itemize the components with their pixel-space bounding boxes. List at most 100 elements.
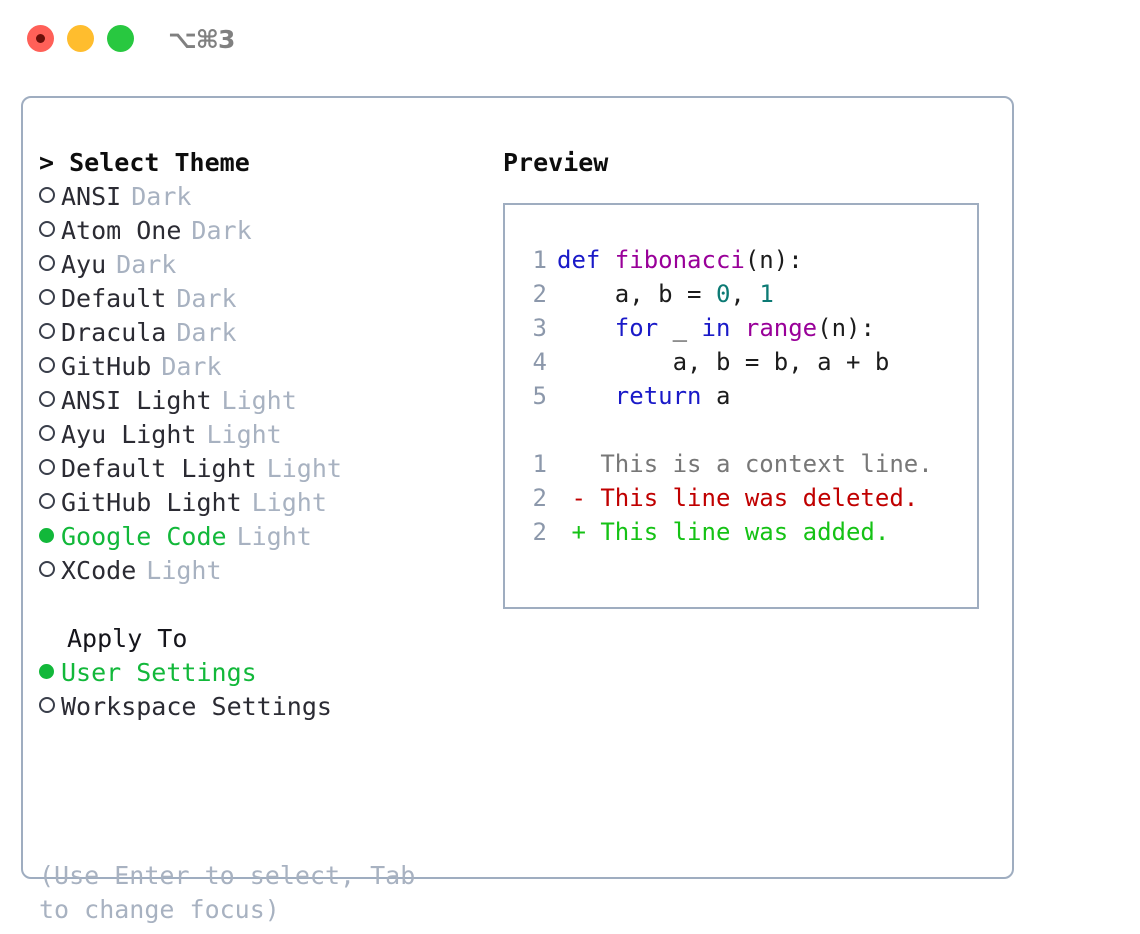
line-number: 4 [532, 348, 547, 376]
theme-radio-marker [39, 350, 61, 384]
theme-radio-marker [39, 452, 61, 486]
code-token: 0 [715, 280, 731, 308]
theme-list-item[interactable]: Dracula Dark [39, 316, 499, 350]
code-token: _ [658, 314, 702, 342]
theme-name-label: Default Light [61, 454, 257, 483]
theme-name-label: GitHub [61, 352, 152, 381]
theme-radio-marker [39, 282, 61, 316]
code-token [730, 314, 744, 342]
diff-text: - This line was deleted. [557, 484, 919, 512]
keyboard-shortcut-label: ⌥⌘3 [168, 25, 235, 54]
theme-radio-marker [39, 180, 61, 214]
apply-to-radio-marker [39, 690, 61, 724]
theme-variant-badge: Dark [131, 182, 192, 211]
diff-line: 2 - This line was deleted. [521, 481, 933, 515]
code-token: in [701, 314, 731, 342]
theme-list-item[interactable]: ANSI Dark [39, 180, 499, 214]
line-number: 1 [532, 450, 547, 478]
theme-variant-badge: Dark [191, 216, 252, 245]
theme-list-item[interactable]: Ayu Light Light [39, 418, 499, 452]
theme-list-item[interactable]: Default Light Light [39, 452, 499, 486]
theme-name-label: Dracula [61, 318, 167, 347]
radio-unselected-icon [39, 425, 55, 441]
theme-list-item[interactable]: GitHub Light Light [39, 486, 499, 520]
preview-heading: Preview [503, 148, 609, 177]
radio-unselected-icon [39, 697, 55, 713]
radio-unselected-icon [39, 221, 55, 237]
code-token: range [744, 314, 818, 342]
close-window-button[interactable] [27, 25, 54, 52]
line-number: 3 [532, 314, 547, 342]
line-number: 2 [532, 484, 547, 512]
title-bar: ⌥⌘3 [0, 0, 1140, 80]
diff-line: 2 + This line was added. [521, 515, 933, 549]
theme-name-label: ANSI Light [61, 386, 212, 415]
line-number: 2 [532, 280, 547, 308]
theme-radio-marker [39, 316, 61, 350]
theme-radio-marker [39, 520, 61, 554]
diff-line: 1 This is a context line. [521, 447, 933, 481]
theme-radio-marker [39, 554, 61, 588]
code-token: (n): [744, 246, 803, 274]
traffic-light-group [27, 25, 134, 52]
theme-variant-badge: Dark [176, 284, 237, 313]
theme-list-item[interactable]: Default Dark [39, 282, 499, 316]
apply-to-label: Workspace Settings [61, 692, 332, 721]
theme-variant-badge: Light [266, 454, 342, 483]
theme-radio-marker [39, 248, 61, 282]
code-token: for [614, 314, 659, 342]
theme-variant-badge: Light [251, 488, 327, 517]
radio-unselected-icon [39, 323, 55, 339]
code-token [557, 314, 615, 342]
theme-list-item[interactable]: GitHub Dark [39, 350, 499, 384]
maximize-window-button[interactable] [107, 25, 134, 52]
theme-name-label: Default [61, 284, 167, 313]
minimize-window-button[interactable] [67, 25, 94, 52]
code-line: 5 return a [521, 379, 933, 413]
theme-name-label: ANSI [61, 182, 122, 211]
radio-selected-icon [39, 528, 54, 543]
code-token: a, b = b, a + b [557, 348, 890, 376]
theme-radio-marker [39, 384, 61, 418]
theme-name-label: GitHub Light [61, 488, 242, 517]
theme-variant-badge: Dark [161, 352, 222, 381]
code-line: 3 for _ in range(n): [521, 311, 933, 345]
diff-text: This is a context line. [557, 450, 933, 478]
theme-name-label: Ayu Light [61, 420, 197, 449]
apply-to-heading: Apply To [67, 624, 188, 653]
code-token: , [730, 280, 760, 308]
apply-to-label: User Settings [61, 658, 257, 687]
theme-variant-badge: Dark [176, 318, 237, 347]
page-title-text: Select Theme [69, 148, 250, 177]
radio-unselected-icon [39, 187, 55, 203]
code-token [557, 382, 615, 410]
code-token: return [614, 382, 702, 410]
theme-variant-badge: Light [206, 420, 282, 449]
code-token: a [701, 382, 731, 410]
theme-name-label: Google Code [61, 522, 227, 551]
line-number: 5 [532, 382, 547, 410]
radio-unselected-icon [39, 493, 55, 509]
apply-to-option[interactable]: User Settings [39, 656, 499, 690]
keyboard-hint-text: (Use Enter to select, Tab to change focu… [39, 861, 416, 924]
radio-selected-icon [39, 664, 54, 679]
theme-name-label: XCode [61, 556, 137, 585]
radio-unselected-icon [39, 289, 55, 305]
radio-unselected-icon [39, 561, 55, 577]
apply-to-option[interactable]: Workspace Settings [39, 690, 499, 724]
code-token: fibonacci [614, 246, 745, 274]
page-title: > Select Theme [39, 146, 499, 180]
code-line: 2 a, b = 0, 1 [521, 277, 933, 311]
code-token: def [557, 246, 615, 274]
